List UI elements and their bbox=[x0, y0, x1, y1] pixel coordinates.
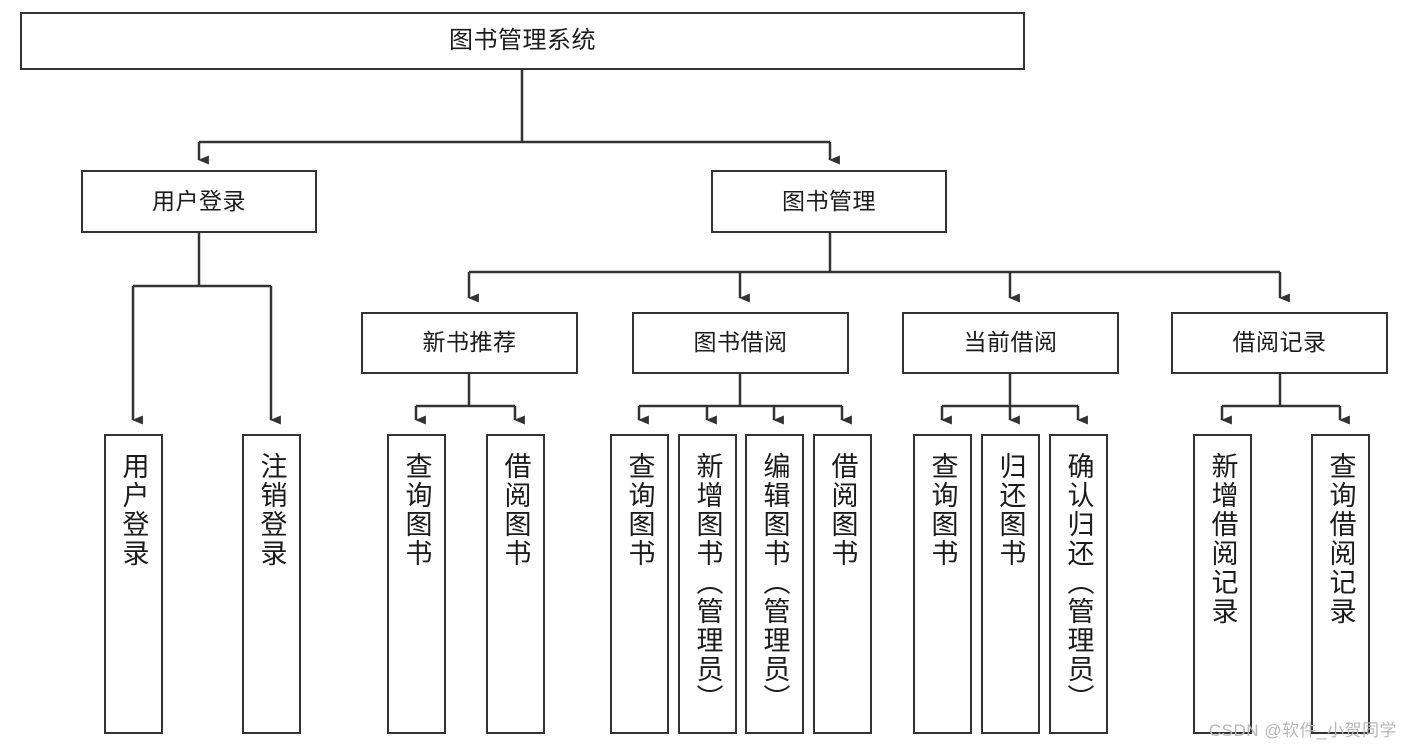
leaf-current-return-book[interactable]: 归还图书 bbox=[981, 434, 1040, 734]
leaf-borrow-add-book-admin[interactable]: 新增图书（管理员） bbox=[678, 434, 737, 734]
watermark-text: CSDN @软件_小贺同学 bbox=[1208, 721, 1397, 740]
leaf-newbook-borrow-book[interactable]: 借阅图书 bbox=[486, 434, 545, 734]
leaf-user-logout[interactable]: 注销登录 bbox=[242, 434, 301, 734]
node-new-book-recommendation[interactable]: 新书推荐 bbox=[361, 312, 578, 374]
node-current-borrow[interactable]: 当前借阅 bbox=[902, 312, 1119, 374]
node-user-login[interactable]: 用户登录 bbox=[81, 170, 317, 233]
node-label: 借阅图书 bbox=[827, 452, 858, 568]
leaf-newbook-query-book[interactable]: 查询图书 bbox=[387, 434, 446, 734]
node-label: 图书管理系统 bbox=[449, 26, 596, 54]
node-label: 新增借阅记录 bbox=[1207, 452, 1238, 626]
leaf-record-add-borrow-record[interactable]: 新增借阅记录 bbox=[1193, 434, 1252, 734]
node-book-borrow[interactable]: 图书借阅 bbox=[632, 312, 849, 374]
leaf-current-query-book[interactable]: 查询图书 bbox=[913, 434, 972, 734]
leaf-current-confirm-return-admin[interactable]: 确认归还（管理员） bbox=[1049, 434, 1108, 734]
node-label: 查询借阅记录 bbox=[1325, 452, 1356, 626]
node-label: 用户登录 bbox=[152, 187, 246, 214]
node-label: 当前借阅 bbox=[963, 329, 1058, 356]
leaf-record-query-borrow-record[interactable]: 查询借阅记录 bbox=[1311, 434, 1370, 734]
leaf-borrow-borrow-book[interactable]: 借阅图书 bbox=[813, 434, 872, 734]
node-label: 借阅记录 bbox=[1232, 329, 1327, 356]
node-label: 归还图书 bbox=[995, 452, 1026, 568]
node-book-management[interactable]: 图书管理 bbox=[711, 170, 947, 233]
node-label: 用户登录 bbox=[118, 452, 149, 568]
node-label: 新书推荐 bbox=[422, 329, 517, 356]
node-book-management-system[interactable]: 图书管理系统 bbox=[20, 12, 1025, 70]
node-label: 新增图书（管理员） bbox=[692, 452, 723, 713]
leaf-user-login[interactable]: 用户登录 bbox=[104, 434, 163, 734]
node-label: 查询图书 bbox=[401, 452, 432, 568]
node-label: 图书借阅 bbox=[693, 329, 788, 356]
leaf-borrow-query-book[interactable]: 查询图书 bbox=[610, 434, 669, 734]
node-label: 查询图书 bbox=[927, 452, 958, 568]
node-label: 查询图书 bbox=[624, 452, 655, 568]
node-label: 编辑图书（管理员） bbox=[759, 452, 790, 713]
node-label: 图书管理 bbox=[782, 187, 876, 214]
node-label: 注销登录 bbox=[256, 452, 287, 568]
node-borrow-record[interactable]: 借阅记录 bbox=[1171, 312, 1388, 374]
node-label: 确认归还（管理员） bbox=[1063, 452, 1094, 713]
leaf-borrow-edit-book-admin[interactable]: 编辑图书（管理员） bbox=[745, 434, 804, 734]
node-label: 借阅图书 bbox=[500, 452, 531, 568]
